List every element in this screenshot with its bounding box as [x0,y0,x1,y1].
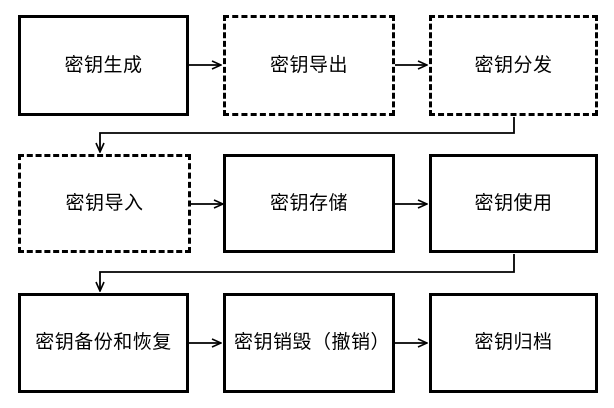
node-label: 密钥导入 [65,191,144,214]
node-label: 密钥备份和恢复 [35,331,172,354]
node-label: 密钥归档 [474,331,553,354]
node-label: 密钥生成 [64,53,143,76]
node-key-distribution[interactable]: 密钥分发 [429,15,598,116]
node-key-usage[interactable]: 密钥使用 [429,154,598,253]
edge-n3-n4 [100,117,515,152]
edge-n6-n7 [100,254,515,291]
node-label: 密钥存储 [269,191,348,214]
node-label: 密钥销毁（撤销） [234,331,391,354]
node-label: 密钥使用 [474,191,553,214]
node-label: 密钥分发 [474,53,553,76]
node-key-storage[interactable]: 密钥存储 [223,154,395,253]
node-key-archiving[interactable]: 密钥归档 [429,293,598,393]
node-label: 密钥导出 [269,53,348,76]
node-key-destruction-revocation[interactable]: 密钥销毁（撤销） [223,293,395,393]
node-key-export[interactable]: 密钥导出 [223,15,395,116]
node-key-import[interactable]: 密钥导入 [18,154,191,253]
node-key-backup-restore[interactable]: 密钥备份和恢复 [18,293,189,393]
node-key-generation[interactable]: 密钥生成 [18,15,189,116]
